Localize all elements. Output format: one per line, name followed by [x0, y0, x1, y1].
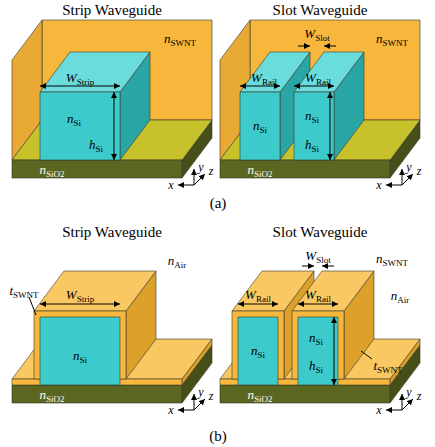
dimension-label: WSlot [304, 27, 329, 40]
sio2-substrate-front [12, 385, 182, 403]
si-rail-front [238, 317, 278, 385]
index-label: nSWNT [164, 32, 196, 45]
dimension-label: WStrip [66, 288, 94, 301]
axis-label: y [406, 161, 411, 173]
index-label: nSi [253, 119, 267, 132]
dimension-label: WRail [305, 71, 331, 84]
dimension-arrow [298, 46, 310, 47]
index-label: nSi [309, 331, 323, 344]
dimension-arrow [322, 266, 334, 267]
axis-arrow [386, 185, 402, 186]
axis-label: z [209, 165, 214, 177]
dimension-arrow [330, 92, 331, 160]
swnt-coating-top [34, 271, 156, 311]
si-strip-front [40, 317, 120, 385]
axis-label: y [198, 386, 203, 398]
dimension-arrow [302, 266, 314, 267]
dimension-label: WRail [305, 288, 331, 301]
axis-label: y [198, 161, 203, 173]
panel-label: (a) [210, 196, 227, 211]
leader-line [29, 297, 36, 315]
axis-label: x [376, 179, 381, 191]
dimension-arrow [334, 317, 335, 385]
dimension-label: hSi [309, 359, 323, 372]
panel-title: Slot Waveguide [273, 3, 368, 18]
dimension-label: hSi [305, 138, 319, 151]
axis-arrow [402, 174, 413, 185]
index-label: nSiO2 [247, 163, 272, 176]
si-rail-front [294, 92, 334, 160]
dimension-label: WStrip [66, 71, 94, 84]
axis-arrow [194, 399, 205, 410]
index-label: nAir [391, 289, 410, 302]
index-label: nSi [251, 344, 265, 357]
index-label: nAir [168, 254, 187, 267]
axis-arrow [194, 169, 195, 185]
dimension-arrow [40, 304, 120, 305]
axis-label: z [417, 165, 422, 177]
leader-line [361, 351, 372, 359]
axis-arrow [178, 185, 194, 186]
si-rail-front [240, 92, 280, 160]
index-label: nSWNT [376, 32, 408, 45]
index-label: nSWNT [376, 252, 408, 265]
axis-label: z [209, 390, 214, 402]
dimension-label: WSlot [305, 249, 330, 262]
index-label: nSiO2 [39, 163, 64, 176]
dimension-label: hSi [89, 138, 103, 151]
panel-title: Strip Waveguide [62, 225, 162, 240]
axis-label: x [168, 179, 173, 191]
index-label: nSiO2 [39, 388, 64, 401]
axis-label: x [168, 404, 173, 416]
si-strip-top [40, 52, 150, 92]
axis-arrow [402, 169, 403, 185]
si-rail-front [298, 317, 338, 385]
dimension-arrow [298, 304, 338, 305]
panel-title: Slot Waveguide [273, 225, 368, 240]
dimension-arrow [238, 304, 278, 305]
dimension-arrow [114, 92, 115, 160]
sio2-substrate-front [220, 160, 390, 178]
axis-arrow [402, 394, 403, 410]
axis-label: x [376, 404, 381, 416]
axis-label: z [417, 390, 422, 402]
sio2-substrate-front [12, 160, 182, 178]
axis-arrow [402, 399, 413, 410]
panel-title: Strip Waveguide [62, 3, 162, 18]
si-rail-top [294, 52, 364, 92]
dimension-label: WRail [245, 288, 271, 301]
panel-label: (b) [209, 429, 227, 444]
index-label: nSi [305, 109, 319, 122]
axis-arrow [194, 174, 205, 185]
axis-arrow [386, 410, 402, 411]
dimension-label: WRail [251, 71, 277, 84]
dimension-label: tSWNT [9, 284, 38, 297]
index-label: nSi [73, 349, 87, 362]
axis-arrow [178, 410, 194, 411]
swnt-coating-top [292, 271, 374, 311]
index-label: nSiO2 [247, 388, 272, 401]
axis-label: y [406, 386, 411, 398]
dimension-label: tSWNT [373, 359, 402, 372]
sio2-substrate-front [220, 385, 390, 403]
si-strip-front [40, 92, 120, 160]
dimension-arrow [324, 46, 336, 47]
axis-arrow [194, 394, 195, 410]
index-label: nSi [67, 112, 81, 125]
